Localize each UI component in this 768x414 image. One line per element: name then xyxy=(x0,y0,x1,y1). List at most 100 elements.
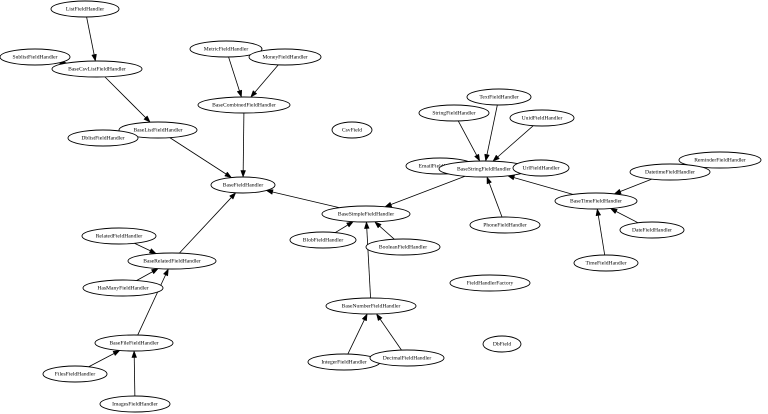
node-ellipse xyxy=(369,349,445,367)
node-metric-field-handler[interactable]: MetricFieldHandler xyxy=(189,40,263,58)
edge-line xyxy=(134,242,151,252)
node-ellipse xyxy=(573,254,639,272)
node-ellipse xyxy=(0,48,71,66)
edge-line xyxy=(457,120,478,156)
node-label: BooleanFieldHandler xyxy=(379,244,427,250)
node-sublist-field-handler[interactable]: SublistFieldHandler xyxy=(0,48,71,66)
node-label: MoneyFieldHandler xyxy=(262,54,307,60)
edge-line xyxy=(104,76,146,118)
node-base-combined-field-handler[interactable]: BaseCombinedFieldHandler xyxy=(197,96,291,114)
edge-files-field-handler-to-base-file-field-handler xyxy=(88,350,121,368)
edge-base-list-field-handler-to-base-field-handler xyxy=(169,137,233,178)
arrowhead xyxy=(361,313,368,322)
node-base-related-field-handler[interactable]: BaseRelatedFieldHandler xyxy=(127,252,217,270)
edge-boolean-field-handler-to-base-simple-field-handler xyxy=(374,221,395,240)
node-label: SublistFieldHandler xyxy=(12,54,57,60)
node-label: UuidFieldHandler xyxy=(522,115,563,121)
node-label: BaseStringFieldHandler xyxy=(457,166,511,172)
node-has-many-field-handler[interactable]: HasManyFieldHandler xyxy=(82,279,164,297)
node-base-csv-list-field-handler[interactable]: BaseCsvListFieldHandler xyxy=(51,60,143,78)
arrowhead xyxy=(143,115,151,123)
node-ellipse xyxy=(449,274,531,292)
node-label: EmailFieldHandler xyxy=(419,163,462,169)
edge-images-field-handler-to-base-file-field-handler xyxy=(131,350,138,397)
arrowhead xyxy=(162,268,169,277)
node-phone-field-handler[interactable]: PhoneFieldHandler xyxy=(469,216,541,234)
node-time-field-handler[interactable]: TimeFieldHandler xyxy=(573,254,639,272)
node-base-time-field-handler[interactable]: BaseTimeFieldHandler xyxy=(554,192,638,210)
edge-line xyxy=(88,353,115,368)
node-label: CsvField xyxy=(342,127,362,133)
edge-line xyxy=(486,104,498,155)
node-label: DblistFieldHandler xyxy=(81,135,124,141)
node-ellipse xyxy=(189,40,263,58)
node-csv-field[interactable]: CsvField xyxy=(331,121,373,139)
edge-base-simple-field-handler-to-base-field-handler xyxy=(265,189,340,209)
edge-line xyxy=(366,228,371,299)
node-ellipse xyxy=(210,176,276,194)
arrowhead xyxy=(112,350,121,357)
node-reminder-field-handler[interactable]: ReminderFieldHandler xyxy=(678,151,762,169)
arrowhead xyxy=(240,170,246,178)
node-ellipse xyxy=(42,365,108,383)
node-base-number-field-handler[interactable]: BaseNumberFieldHandler xyxy=(325,297,417,315)
node-ellipse xyxy=(418,104,490,122)
edge-decimal-field-handler-to-base-number-field-handler xyxy=(376,313,402,351)
node-ellipse xyxy=(678,151,762,169)
node-db-field[interactable]: DbField xyxy=(482,335,522,353)
node-date-field-handler[interactable]: DateFieldHandler xyxy=(619,221,685,239)
edge-line xyxy=(379,319,402,351)
node-dblist-field-handler[interactable]: DblistFieldHandler xyxy=(67,129,139,147)
node-ellipse xyxy=(321,205,411,223)
node-label: BaseSimpleFieldHandler xyxy=(338,211,394,217)
arrowhead xyxy=(376,313,383,322)
edge-line xyxy=(335,224,348,233)
node-base-list-field-handler[interactable]: BaseListFieldHandler xyxy=(118,121,198,139)
node-label: BaseRelatedFieldHandler xyxy=(143,258,201,264)
node-label: IntegerFieldHandler xyxy=(321,359,366,365)
node-ellipse xyxy=(82,279,164,297)
node-ellipse xyxy=(619,221,685,239)
node-ellipse xyxy=(466,88,532,106)
node-ellipse xyxy=(81,227,157,245)
node-boolean-field-handler[interactable]: BooleanFieldHandler xyxy=(365,238,441,256)
node-base-file-field-handler[interactable]: BaseFileFieldHandler xyxy=(94,334,174,352)
node-money-field-handler[interactable]: MoneyFieldHandler xyxy=(248,48,322,66)
node-files-field-handler[interactable]: FilesFieldHandler xyxy=(42,365,108,383)
node-datetime-field-handler[interactable]: DatetimeFieldHandler xyxy=(629,163,711,181)
node-ellipse xyxy=(629,163,711,181)
node-label: ImagesFieldHandler xyxy=(112,401,158,407)
arrowhead xyxy=(131,350,138,358)
node-label: ListFieldHandler xyxy=(66,6,104,12)
node-label: PhoneFieldHandler xyxy=(483,222,527,228)
node-ellipse xyxy=(331,121,373,139)
node-integer-field-handler[interactable]: IntegerFieldHandler xyxy=(307,353,381,371)
edge-line xyxy=(136,271,153,281)
node-decimal-field-handler[interactable]: DecimalFieldHandler xyxy=(369,349,445,367)
node-list-field-handler[interactable]: ListFieldHandler xyxy=(50,0,120,18)
edge-related-field-handler-to-base-related-field-handler xyxy=(134,242,157,254)
edge-line xyxy=(497,125,534,158)
edge-line xyxy=(272,191,340,209)
node-url-field-handler[interactable]: UrlFieldHandler xyxy=(512,159,570,177)
node-base-simple-field-handler[interactable]: BaseSimpleFieldHandler xyxy=(321,205,411,223)
node-blob-field-handler[interactable]: BlobFieldHandler xyxy=(289,231,357,249)
node-uuid-field-handler[interactable]: UuidFieldHandler xyxy=(509,109,575,127)
node-label: UrlFieldHandler xyxy=(523,165,560,171)
edge-datetime-field-handler-to-base-time-field-handler xyxy=(613,178,652,195)
node-images-field-handler[interactable]: ImagesFieldHandler xyxy=(99,395,171,413)
arrowhead xyxy=(484,153,490,162)
node-field-handler-factory[interactable]: FieldHandlerFactory xyxy=(449,274,531,292)
node-string-field-handler[interactable]: StringFieldHandler xyxy=(418,104,490,122)
node-base-field-handler[interactable]: BaseFieldHandler xyxy=(210,176,276,194)
edge-metric-field-handler-to-base-combined-field-handler xyxy=(228,56,242,98)
node-text-field-handler[interactable]: TextFieldHandler xyxy=(466,88,532,106)
node-label: StringFieldHandler xyxy=(432,110,475,116)
node-related-field-handler[interactable]: RelatedFieldHandler xyxy=(81,227,157,245)
node-ellipse xyxy=(509,109,575,127)
node-ellipse xyxy=(94,334,174,352)
edge-line xyxy=(488,182,503,218)
node-ellipse xyxy=(512,159,570,177)
node-ellipse xyxy=(482,335,522,353)
